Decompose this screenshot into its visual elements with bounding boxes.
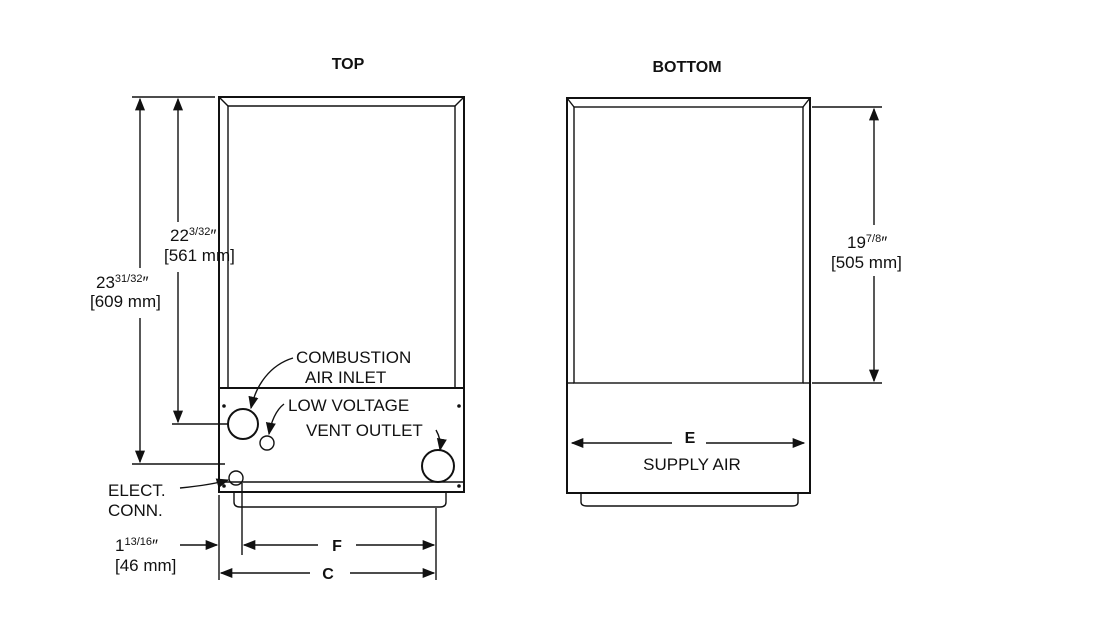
top-view-title: TOP <box>332 56 365 73</box>
svg-text:223/32″: 223/32″ <box>170 226 216 245</box>
low-voltage-leader <box>265 403 285 436</box>
combustion-leader <box>248 357 294 410</box>
vent-outlet-leader <box>435 429 447 452</box>
dimension-e-label: E <box>685 430 696 447</box>
svg-text:197/8″: 197/8″ <box>847 233 887 252</box>
top-view-cabinet <box>218 96 465 508</box>
low-voltage-hole <box>259 435 275 451</box>
bottom-height-dimension: 197/8″ [505 mm] <box>812 106 902 384</box>
combustion-air-inlet-hole <box>227 408 259 440</box>
dimension-c-label: C <box>322 566 334 583</box>
outer-height-mm: [609 mm] <box>90 292 161 311</box>
air-inlet-label: AIR INLET <box>305 368 386 387</box>
supply-air-label: SUPPLY AIR <box>643 455 741 474</box>
dimension-f-label: F <box>332 538 342 555</box>
svg-text:2331/32″: 2331/32″ <box>96 273 148 292</box>
bottom-view-title: BOTTOM <box>652 59 721 76</box>
offset-mm: [46 mm] <box>115 556 176 575</box>
bottom-view-cabinet <box>566 97 811 507</box>
elect-conn-leader <box>179 478 230 489</box>
bottom-height-mm: [505 mm] <box>831 253 902 272</box>
inner-height-dimension: 223/32″ [561 mm] <box>164 97 235 425</box>
width-dimensions: 113/16″ [46 mm] F C <box>115 483 437 583</box>
outer-height-dimension: 2331/32″ [609 mm] <box>90 96 225 465</box>
dimension-e: E <box>570 430 806 449</box>
low-voltage-label: LOW VOLTAGE <box>288 396 409 415</box>
inner-height-mm: [561 mm] <box>164 246 235 265</box>
combustion-label: COMBUSTION <box>296 348 411 367</box>
svg-text:113/16″: 113/16″ <box>115 536 158 555</box>
vent-outlet-hole <box>421 449 455 483</box>
electrical-connection-hole <box>228 470 244 486</box>
conn-label: CONN. <box>108 501 163 520</box>
elect-label: ELECT. <box>108 481 166 500</box>
vent-outlet-label: VENT OUTLET <box>306 421 423 440</box>
